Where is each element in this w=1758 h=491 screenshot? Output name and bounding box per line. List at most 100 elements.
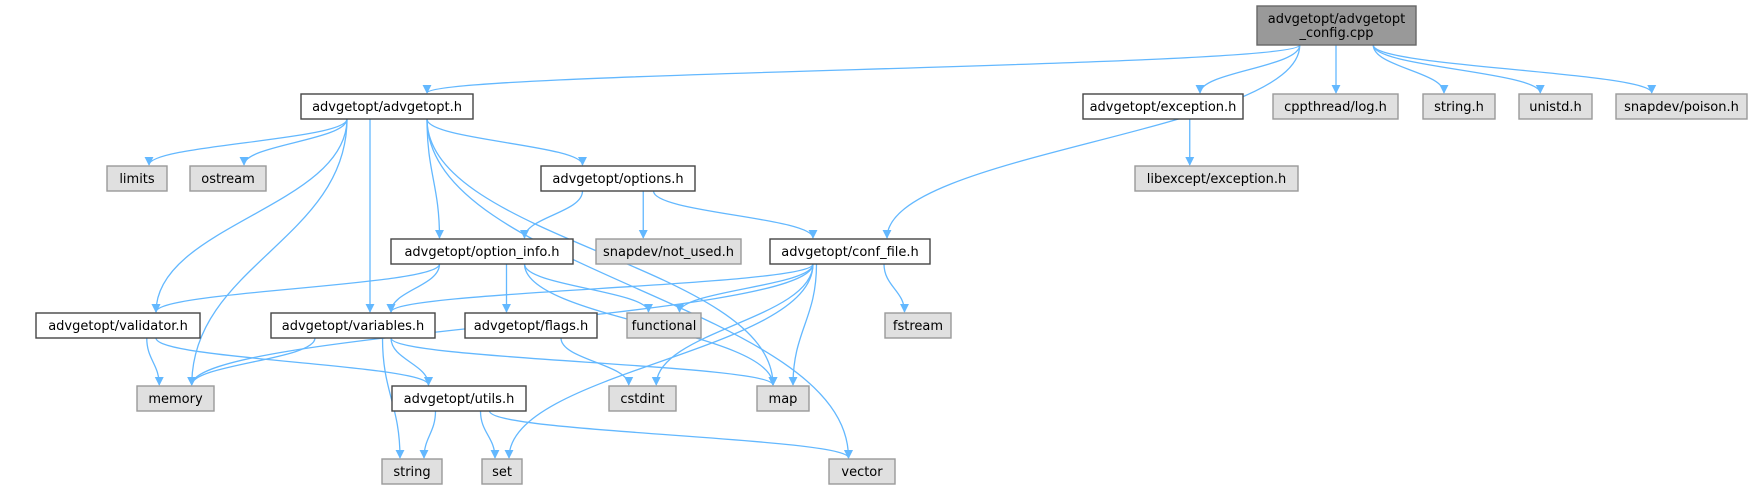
edge-utils-to-set	[479, 410, 500, 459]
edge-conf_file-to-variables	[386, 263, 814, 313]
node-label-stringh: string.h	[1434, 100, 1484, 115]
edge-root-to-exception	[1195, 44, 1301, 94]
node-label-unistd: unistd.h	[1529, 100, 1582, 115]
node-conf_file[interactable]: advgetopt/conf_file.h	[769, 238, 931, 265]
node-label-option_info: advgetopt/option_info.h	[404, 245, 559, 260]
node-box-vector	[828, 458, 896, 485]
node-box-cpplog	[1272, 93, 1399, 120]
node-label-functional: functional	[632, 319, 697, 334]
node-box-options	[540, 165, 696, 192]
node-label-options: advgetopt/options.h	[552, 172, 683, 187]
edge-conf_file-to-set	[504, 263, 814, 459]
node-label-set: set	[492, 465, 512, 480]
edge-utils-to-vector	[488, 410, 853, 459]
node-label-exception: advgetopt/exception.h	[1090, 100, 1237, 115]
edge-option_info-to-validator	[151, 263, 441, 313]
node-label-validator: advgetopt/validator.h	[48, 319, 188, 334]
node-box-map	[756, 385, 810, 412]
node-set: set	[481, 458, 523, 485]
node-box-not_used	[595, 238, 742, 265]
edge-conf_file-to-map	[788, 263, 818, 386]
edge-conf_file-to-functional	[675, 263, 814, 313]
header-nodes: advgetopt/advgetopt_config.cppadvgetopt/…	[35, 5, 1748, 485]
edge-advgetopt-to-option_info	[426, 118, 445, 239]
node-stringh: string.h	[1422, 93, 1496, 120]
node-box-functional	[626, 312, 702, 339]
edge-advgetopt-to-ostream	[239, 118, 348, 166]
node-label-vector: vector	[841, 465, 883, 480]
node-variables[interactable]: advgetopt/variables.h	[270, 312, 436, 339]
node-unistd: unistd.h	[1518, 93, 1593, 120]
node-options[interactable]: advgetopt/options.h	[540, 165, 696, 192]
node-box-string	[381, 458, 443, 485]
node-root[interactable]: advgetopt/advgetopt_config.cpp	[1256, 5, 1417, 46]
edge-options-to-option_info	[519, 190, 584, 239]
node-label-limits: limits	[119, 172, 155, 187]
node-exception[interactable]: advgetopt/exception.h	[1082, 93, 1244, 120]
node-label-root: _config.cpp	[1298, 26, 1373, 41]
node-label-cpplog: cppthread/log.h	[1284, 100, 1387, 115]
edge-root-to-advgetopt	[422, 44, 1301, 94]
node-label-libexcept: libexcept/exception.h	[1147, 172, 1287, 187]
node-vector: vector	[828, 458, 896, 485]
node-box-memory	[136, 385, 215, 412]
node-label-ostream: ostream	[201, 172, 255, 187]
edge-root-to-stringh	[1372, 44, 1449, 94]
node-limits: limits	[106, 165, 168, 192]
node-box-advgetopt	[300, 93, 474, 120]
edge-advgetopt-to-options	[426, 118, 587, 166]
edge-advgetopt-to-validator	[151, 118, 348, 313]
node-label-not_used: snapdev/not_used.h	[603, 245, 734, 260]
node-fstream: fstream	[884, 312, 952, 339]
node-box-cstdint	[608, 385, 677, 412]
node-box-fstream	[884, 312, 952, 339]
node-box-set	[481, 458, 523, 485]
edge-root-to-unistd	[1372, 44, 1545, 94]
node-label-map: map	[769, 392, 798, 407]
node-flags[interactable]: advgetopt/flags.h	[464, 312, 598, 339]
node-label-poison: snapdev/poison.h	[1624, 100, 1739, 115]
node-cstdint: cstdint	[608, 385, 677, 412]
edge-advgetopt-to-vector	[426, 118, 854, 459]
node-label-memory: memory	[148, 392, 203, 407]
node-functional: functional	[626, 312, 702, 339]
edge-variables-to-memory	[187, 337, 316, 386]
edge-validator-to-utils	[155, 337, 433, 386]
node-box-limits	[106, 165, 168, 192]
node-box-exception	[1082, 93, 1244, 120]
node-validator[interactable]: advgetopt/validator.h	[35, 312, 201, 339]
node-box-libexcept	[1134, 165, 1299, 192]
node-box-root	[1256, 5, 1417, 46]
edge-option_info-to-functional	[523, 263, 654, 313]
edge-root-to-poison	[1372, 44, 1657, 94]
node-box-ostream	[189, 165, 267, 192]
node-box-flags	[464, 312, 598, 339]
edge-advgetopt-to-limits	[144, 118, 348, 166]
node-utils[interactable]: advgetopt/utils.h	[391, 385, 527, 412]
node-label-flags: advgetopt/flags.h	[474, 319, 589, 334]
node-map: map	[756, 385, 810, 412]
edge-variables-to-string	[381, 337, 405, 459]
node-not_used: snapdev/not_used.h	[595, 238, 742, 265]
node-box-utils	[391, 385, 527, 412]
node-label-conf_file: advgetopt/conf_file.h	[781, 245, 919, 260]
edge-conf_file-to-fstream	[883, 263, 910, 313]
node-libexcept: libexcept/exception.h	[1134, 165, 1299, 192]
node-box-unistd	[1518, 93, 1593, 120]
edge-conf_file-to-cstdint	[651, 263, 814, 386]
edge-validator-to-memory	[146, 337, 164, 386]
node-label-utils: advgetopt/utils.h	[404, 392, 515, 407]
node-advgetopt[interactable]: advgetopt/advgetopt.h	[300, 93, 474, 120]
edge-options-to-conf_file	[652, 190, 818, 239]
node-label-advgetopt: advgetopt/advgetopt.h	[312, 100, 462, 115]
node-label-variables: advgetopt/variables.h	[282, 319, 425, 334]
node-poison: snapdev/poison.h	[1615, 93, 1748, 120]
node-box-stringh	[1422, 93, 1496, 120]
node-label-root: advgetopt/advgetopt	[1268, 12, 1406, 27]
node-option_info[interactable]: advgetopt/option_info.h	[390, 238, 574, 265]
node-box-poison	[1615, 93, 1748, 120]
edge-option_info-to-variables	[386, 263, 441, 313]
edge-variables-to-map	[390, 337, 778, 386]
node-box-conf_file	[769, 238, 931, 265]
